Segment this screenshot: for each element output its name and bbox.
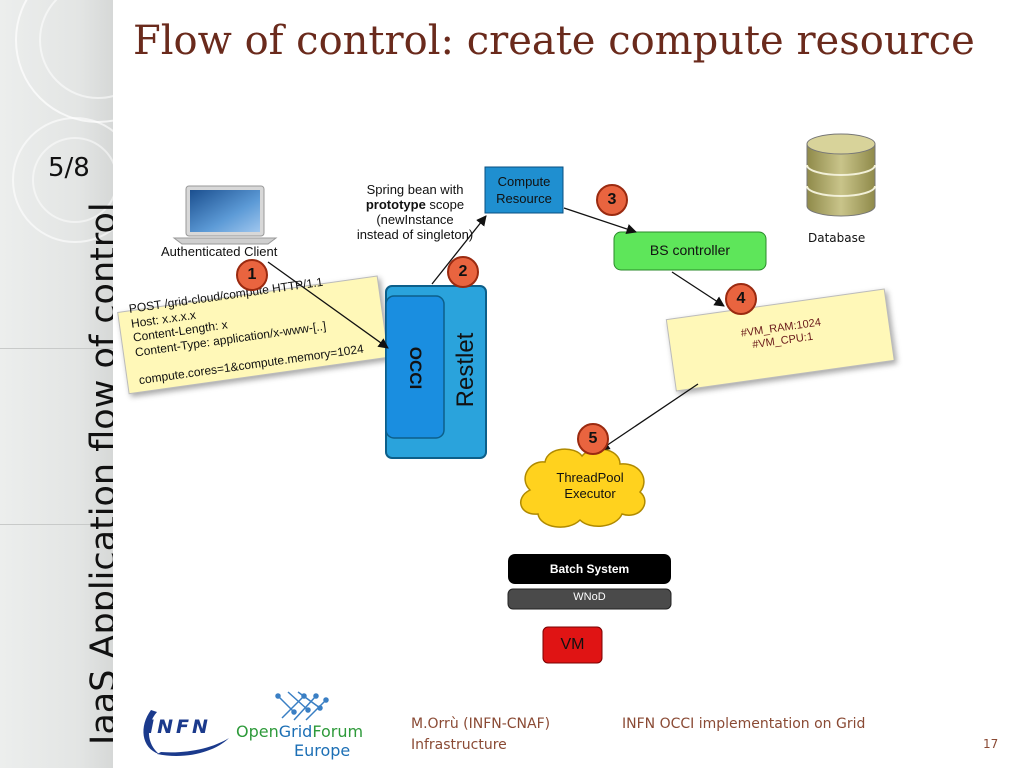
- footer-presentation-title-cont: Infrastructure: [411, 737, 507, 753]
- step-badge-2: 2: [447, 256, 479, 288]
- bs-controller-box: [613, 231, 767, 271]
- spring-note-bold: prototype: [365, 197, 426, 212]
- spring-note-line: instead of singleton): [356, 227, 474, 242]
- step-badge-3: 3: [596, 184, 628, 216]
- footer-presentation-title: INFN OCCI implementation on Grid: [622, 716, 866, 732]
- vm-params-note: [665, 288, 895, 392]
- database-icon: [806, 133, 876, 217]
- client-label: Authenticated Client: [161, 244, 278, 259]
- occi-component: [385, 295, 445, 439]
- batch-system-box: [508, 554, 671, 584]
- ogf-open: Open: [236, 722, 279, 741]
- threadpool-label: ThreadPool Executor: [538, 470, 642, 502]
- slide-title: Flow of control: create compute resource: [133, 18, 975, 64]
- ogf-europe: Europe: [294, 741, 351, 760]
- spring-note-line: Spring bean with: [366, 182, 464, 197]
- wnod-label: WNoD: [573, 591, 606, 603]
- batch-system-label: Batch System: [549, 562, 630, 576]
- bs-controller-label: BS controller: [649, 242, 731, 258]
- step-badge-5: 5: [577, 423, 609, 455]
- step-badge-4: 4: [725, 283, 757, 315]
- threadpool-line: Executor: [564, 486, 616, 501]
- arrow-bs-to-params: [671, 271, 725, 307]
- spring-bean-note: Spring bean with prototype scope (newIns…: [340, 182, 490, 242]
- compute-resource-line: Resource: [496, 191, 552, 206]
- spring-note-line: prototype scope: [340, 197, 490, 212]
- sidebar-divider: [0, 524, 113, 525]
- step-badge-1: 1: [236, 259, 268, 291]
- infn-logo-swoosh: [143, 710, 229, 757]
- compute-resource-box: [484, 166, 564, 214]
- sidebar-decoration: [12, 0, 113, 243]
- restlet-label: Restlet: [452, 332, 479, 408]
- sidebar: 5/8 IaaS Application flow of control: [0, 0, 113, 768]
- ogf-europe-logo: OpenGridForum Europe: [236, 688, 366, 764]
- arrow-params-to-threadpool: [599, 383, 699, 451]
- laptop-icon: [172, 185, 278, 245]
- http-request-note: [117, 275, 390, 395]
- vm-label: VM: [560, 636, 585, 653]
- spring-note-line: (newInstance: [376, 212, 454, 227]
- arrow-occi-to-compute: [431, 215, 487, 285]
- ogf-grid-icon: [275, 691, 329, 721]
- threadpool-line: ThreadPool: [556, 470, 624, 485]
- vm-box: [542, 626, 603, 664]
- wnod-box: [507, 588, 672, 610]
- ogf-forum: Forum: [312, 722, 364, 741]
- occi-label: OCCI: [406, 346, 425, 390]
- infn-logo: INFN: [137, 696, 237, 760]
- sidebar-divider: [0, 348, 113, 349]
- arrow-compute-to-bs: [563, 207, 637, 234]
- ogf-logo-text: OpenGridForum: [236, 722, 363, 741]
- infn-logo-text: INFN: [147, 716, 211, 738]
- compute-resource-label: Compute Resource: [485, 173, 563, 207]
- page-indicator: 5/8: [48, 153, 90, 183]
- arrow-client-to-occi: [267, 261, 389, 349]
- spring-note-rest: scope: [425, 197, 465, 212]
- slide-number: 17: [983, 737, 999, 751]
- compute-resource-line: Compute: [497, 174, 551, 189]
- footer-author: M.Orrù (INFN-CNAF): [411, 716, 551, 732]
- database-label: Database: [808, 231, 866, 245]
- ogf-grid: Grid: [278, 722, 313, 741]
